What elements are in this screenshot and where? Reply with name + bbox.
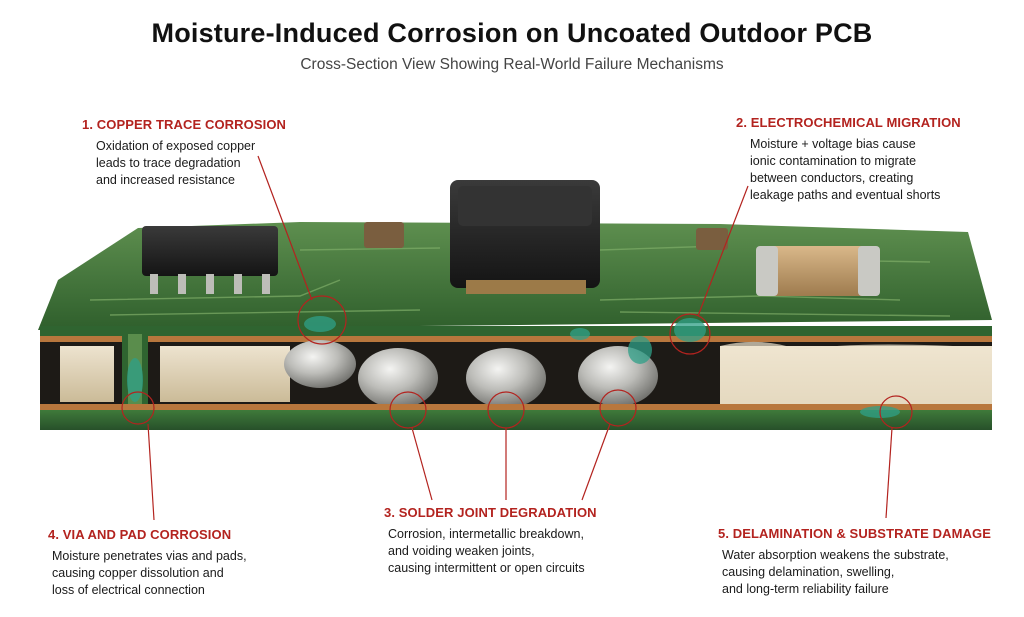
- callout-copper-trace-corrosion: 1. COPPER TRACE CORROSION Oxidation of e…: [82, 117, 286, 189]
- ceramic-capacitor: [756, 246, 880, 296]
- callout-line: ionic contamination to migrate: [750, 154, 917, 168]
- callout-line: Moisture penetrates vias and pads,: [52, 549, 247, 563]
- callout-line: Oxidation of exposed copper: [96, 139, 256, 153]
- soic-chip: [142, 226, 278, 276]
- callout-title: 5. DELAMINATION & SUBSTRATE DAMAGE: [718, 526, 992, 541]
- soic-pins: [150, 274, 270, 294]
- solder-ball-2: [358, 348, 438, 408]
- marker-delamination: [879, 395, 913, 429]
- callout-via-and-pad-corrosion: 4. VIA AND PAD CORROSION Moisture penetr…: [48, 527, 247, 599]
- callout-line: between conductors, creating: [750, 171, 914, 185]
- corrosion-stains: [127, 316, 900, 418]
- callout-line: Corrosion, intermetallic breakdown,: [388, 527, 584, 541]
- callout-line: and increased resistance: [96, 173, 235, 187]
- callout-line: and long-term reliability failure: [722, 582, 889, 596]
- callout-solder-joint-degradation: 3. SOLDER JOINT DEGRADATION Corrosion, i…: [384, 505, 597, 577]
- callout-title: 4. VIA AND PAD CORROSION: [48, 527, 232, 542]
- callout-delamination-substrate-damage: 5. DELAMINATION & SUBSTRATE DAMAGE Water…: [718, 526, 991, 598]
- marker-via: [121, 391, 155, 425]
- callout-title: 1. COPPER TRACE CORROSION: [82, 117, 287, 132]
- callout-line: and voiding weaken joints,: [388, 544, 535, 558]
- callout-title: 3. SOLDER JOINT DEGRADATION: [384, 505, 597, 520]
- marker-solder-1: [389, 391, 427, 429]
- callout-line: leads to trace degradation: [96, 156, 241, 170]
- callout-title: 2. ELECTROCHEMICAL MIGRATION: [736, 115, 961, 130]
- leader-lines: [147, 155, 893, 521]
- diagram-title: Moisture-Induced Corrosion on Uncoated O…: [151, 18, 873, 48]
- callout-electrochemical-migration: 2. ELECTROCHEMICAL MIGRATION Moisture + …: [736, 115, 961, 204]
- callout-line: leakage paths and eventual shorts: [750, 188, 941, 202]
- substrate-fill-left: [60, 346, 114, 402]
- small-capacitor-right: [696, 228, 728, 250]
- callout-markers: [121, 295, 913, 429]
- marker-copper-trace: [297, 295, 347, 345]
- callout-line: Moisture + voltage bias cause: [750, 137, 916, 151]
- substrate-fill-center-left: [160, 346, 290, 402]
- diagram-subtitle: Cross-Section View Showing Real-World Fa…: [300, 56, 724, 73]
- small-capacitor-left: [364, 222, 404, 248]
- bottom-copper-layer: [40, 404, 992, 410]
- solder-ball-1: [284, 340, 356, 388]
- marker-solder-3: [599, 389, 637, 427]
- marker-electrochemical: [669, 313, 711, 355]
- solder-ball-3: [466, 348, 546, 408]
- callout-line: Water absorption weakens the substrate,: [722, 548, 949, 562]
- callout-line: causing delamination, swelling,: [722, 565, 895, 579]
- callout-line: causing copper dissolution and: [52, 566, 224, 580]
- pcb-bottom-layer: [40, 410, 992, 430]
- callout-line: loss of electrical connection: [52, 583, 205, 597]
- callout-line: causing intermittent or open circuits: [388, 561, 585, 575]
